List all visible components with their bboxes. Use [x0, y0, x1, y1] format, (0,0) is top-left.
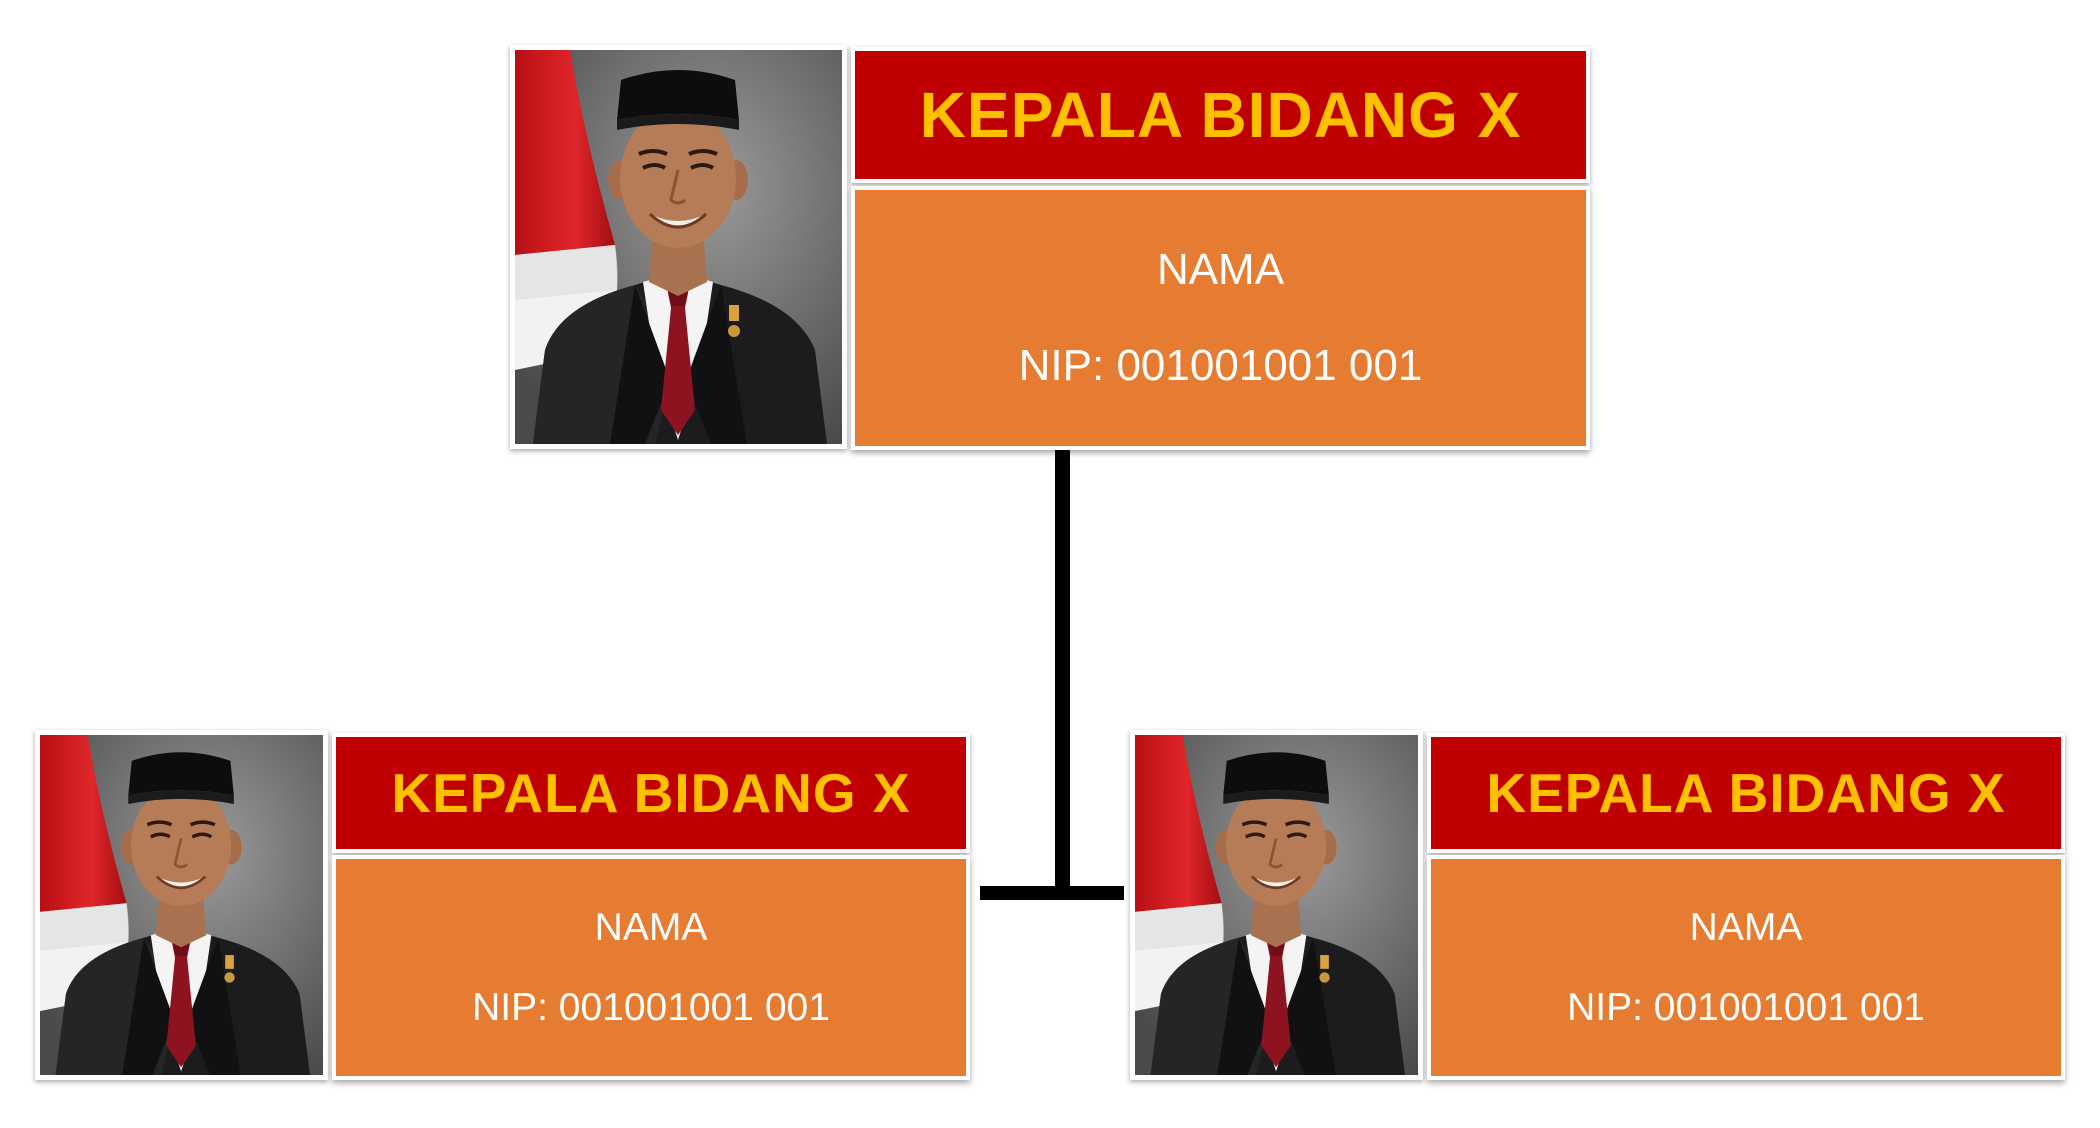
name-label: NAMA: [594, 905, 708, 949]
info-box: NAMA NIP: 001001001 001: [851, 186, 1590, 450]
connector-vertical: [1055, 440, 1070, 886]
name-label: NAMA: [1156, 245, 1285, 294]
connector-horizontal: [980, 886, 1124, 900]
portrait-image: [40, 735, 323, 1075]
position-title-box: KEPALA BIDANG X: [1427, 733, 2065, 853]
name-label: NAMA: [1689, 905, 1803, 949]
org-node-left: KEPALA BIDANG X NAMA NIP: 001001001 001: [35, 730, 970, 1080]
position-title: KEPALA BIDANG X: [1486, 762, 2006, 824]
nip-label: NIP: 001001001 001: [472, 985, 830, 1029]
nip-label: NIP: 001001001 001: [1018, 341, 1423, 390]
org-node-top: KEPALA BIDANG X NAMA NIP: 001001001 001: [510, 45, 1590, 450]
position-title-box: KEPALA BIDANG X: [332, 733, 970, 853]
position-title: KEPALA BIDANG X: [919, 79, 1522, 151]
portrait-photo: [510, 45, 847, 449]
position-title-box: KEPALA BIDANG X: [851, 47, 1590, 183]
info-box: NAMA NIP: 001001001 001: [332, 855, 970, 1080]
position-title: KEPALA BIDANG X: [391, 762, 911, 824]
nip-label: NIP: 001001001 001: [1567, 985, 1925, 1029]
portrait-image: [515, 50, 842, 444]
info-box: NAMA NIP: 001001001 001: [1427, 855, 2065, 1080]
portrait-image: [1135, 735, 1418, 1075]
portrait-photo: [1130, 730, 1423, 1080]
org-node-right: KEPALA BIDANG X NAMA NIP: 001001001 001: [1130, 730, 2065, 1080]
portrait-photo: [35, 730, 328, 1080]
